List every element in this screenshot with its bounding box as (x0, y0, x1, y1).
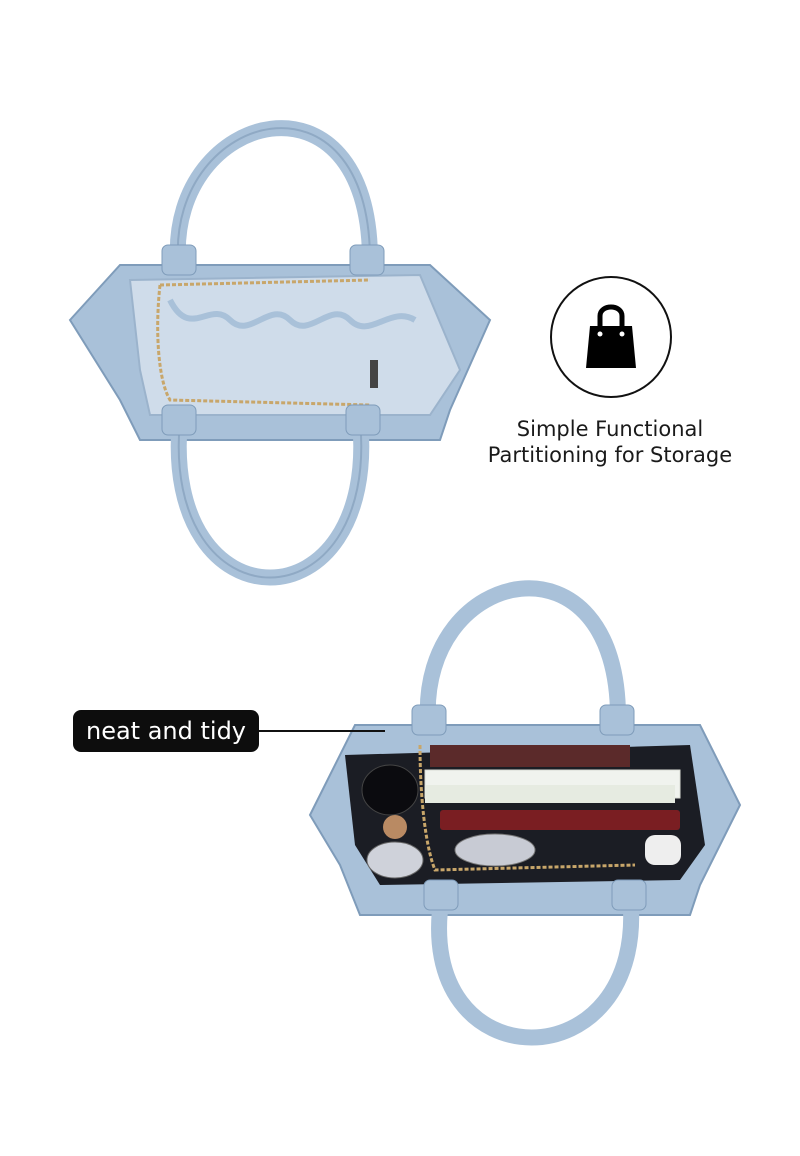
bag-empty-interior (68, 120, 492, 586)
feature-caption-line1: Simple Functional (516, 417, 704, 441)
shopping-bag-icon (550, 276, 672, 398)
bag-filled-interior (308, 580, 742, 1046)
callout-line (259, 730, 385, 732)
feature-caption: Simple Functional Partitioning for Stora… (470, 416, 750, 468)
feature-caption-line2: Partitioning for Storage (487, 443, 733, 467)
neat-and-tidy-label: neat and tidy (73, 710, 259, 752)
